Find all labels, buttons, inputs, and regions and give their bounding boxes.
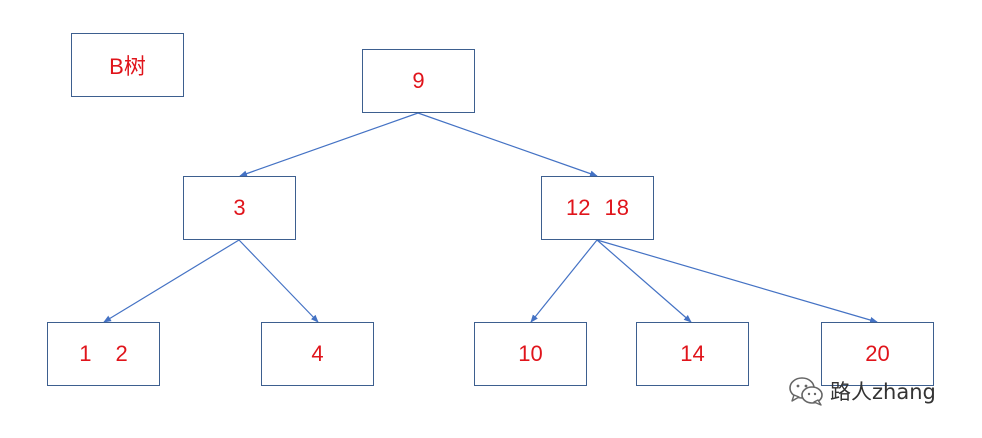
node-key: 14 (680, 341, 705, 366)
node-key: 18 (604, 195, 629, 220)
watermark-text: 路人zhang (830, 380, 936, 404)
node-key: 10 (518, 341, 543, 366)
node-key: 4 (311, 341, 324, 366)
node-key: 20 (865, 341, 890, 366)
node-key: 9 (412, 68, 425, 93)
wechat-icon (789, 377, 823, 406)
edge-3-to-1-2 (103, 239, 240, 323)
edge-9-to-12-18 (417, 112, 598, 177)
edge-9-to-3 (239, 112, 419, 177)
leaf-node-4: 14 (636, 322, 749, 386)
leaf-node-3: 10 (474, 322, 587, 386)
edge-3-to-4 (238, 239, 319, 323)
title-label: B树 (109, 54, 146, 79)
node-key: 3 (233, 195, 246, 220)
node-key: 1 (79, 341, 92, 366)
edge-12-18-to-14 (596, 239, 692, 323)
node-key: 2 (115, 341, 128, 366)
watermark: 路人zhang (788, 376, 936, 406)
leaf-node-5: 20 (821, 322, 934, 386)
internal-node-right: 12 18 (541, 176, 654, 240)
node-key: 12 (566, 195, 591, 220)
leaf-node-1: 1 2 (47, 322, 160, 386)
edge-12-18-to-10 (530, 239, 598, 323)
root-node: 9 (362, 49, 475, 113)
edge-12-18-to-20 (596, 239, 878, 324)
title-box: B树 (71, 33, 184, 97)
leaf-node-2: 4 (261, 322, 374, 386)
internal-node-left: 3 (183, 176, 296, 240)
